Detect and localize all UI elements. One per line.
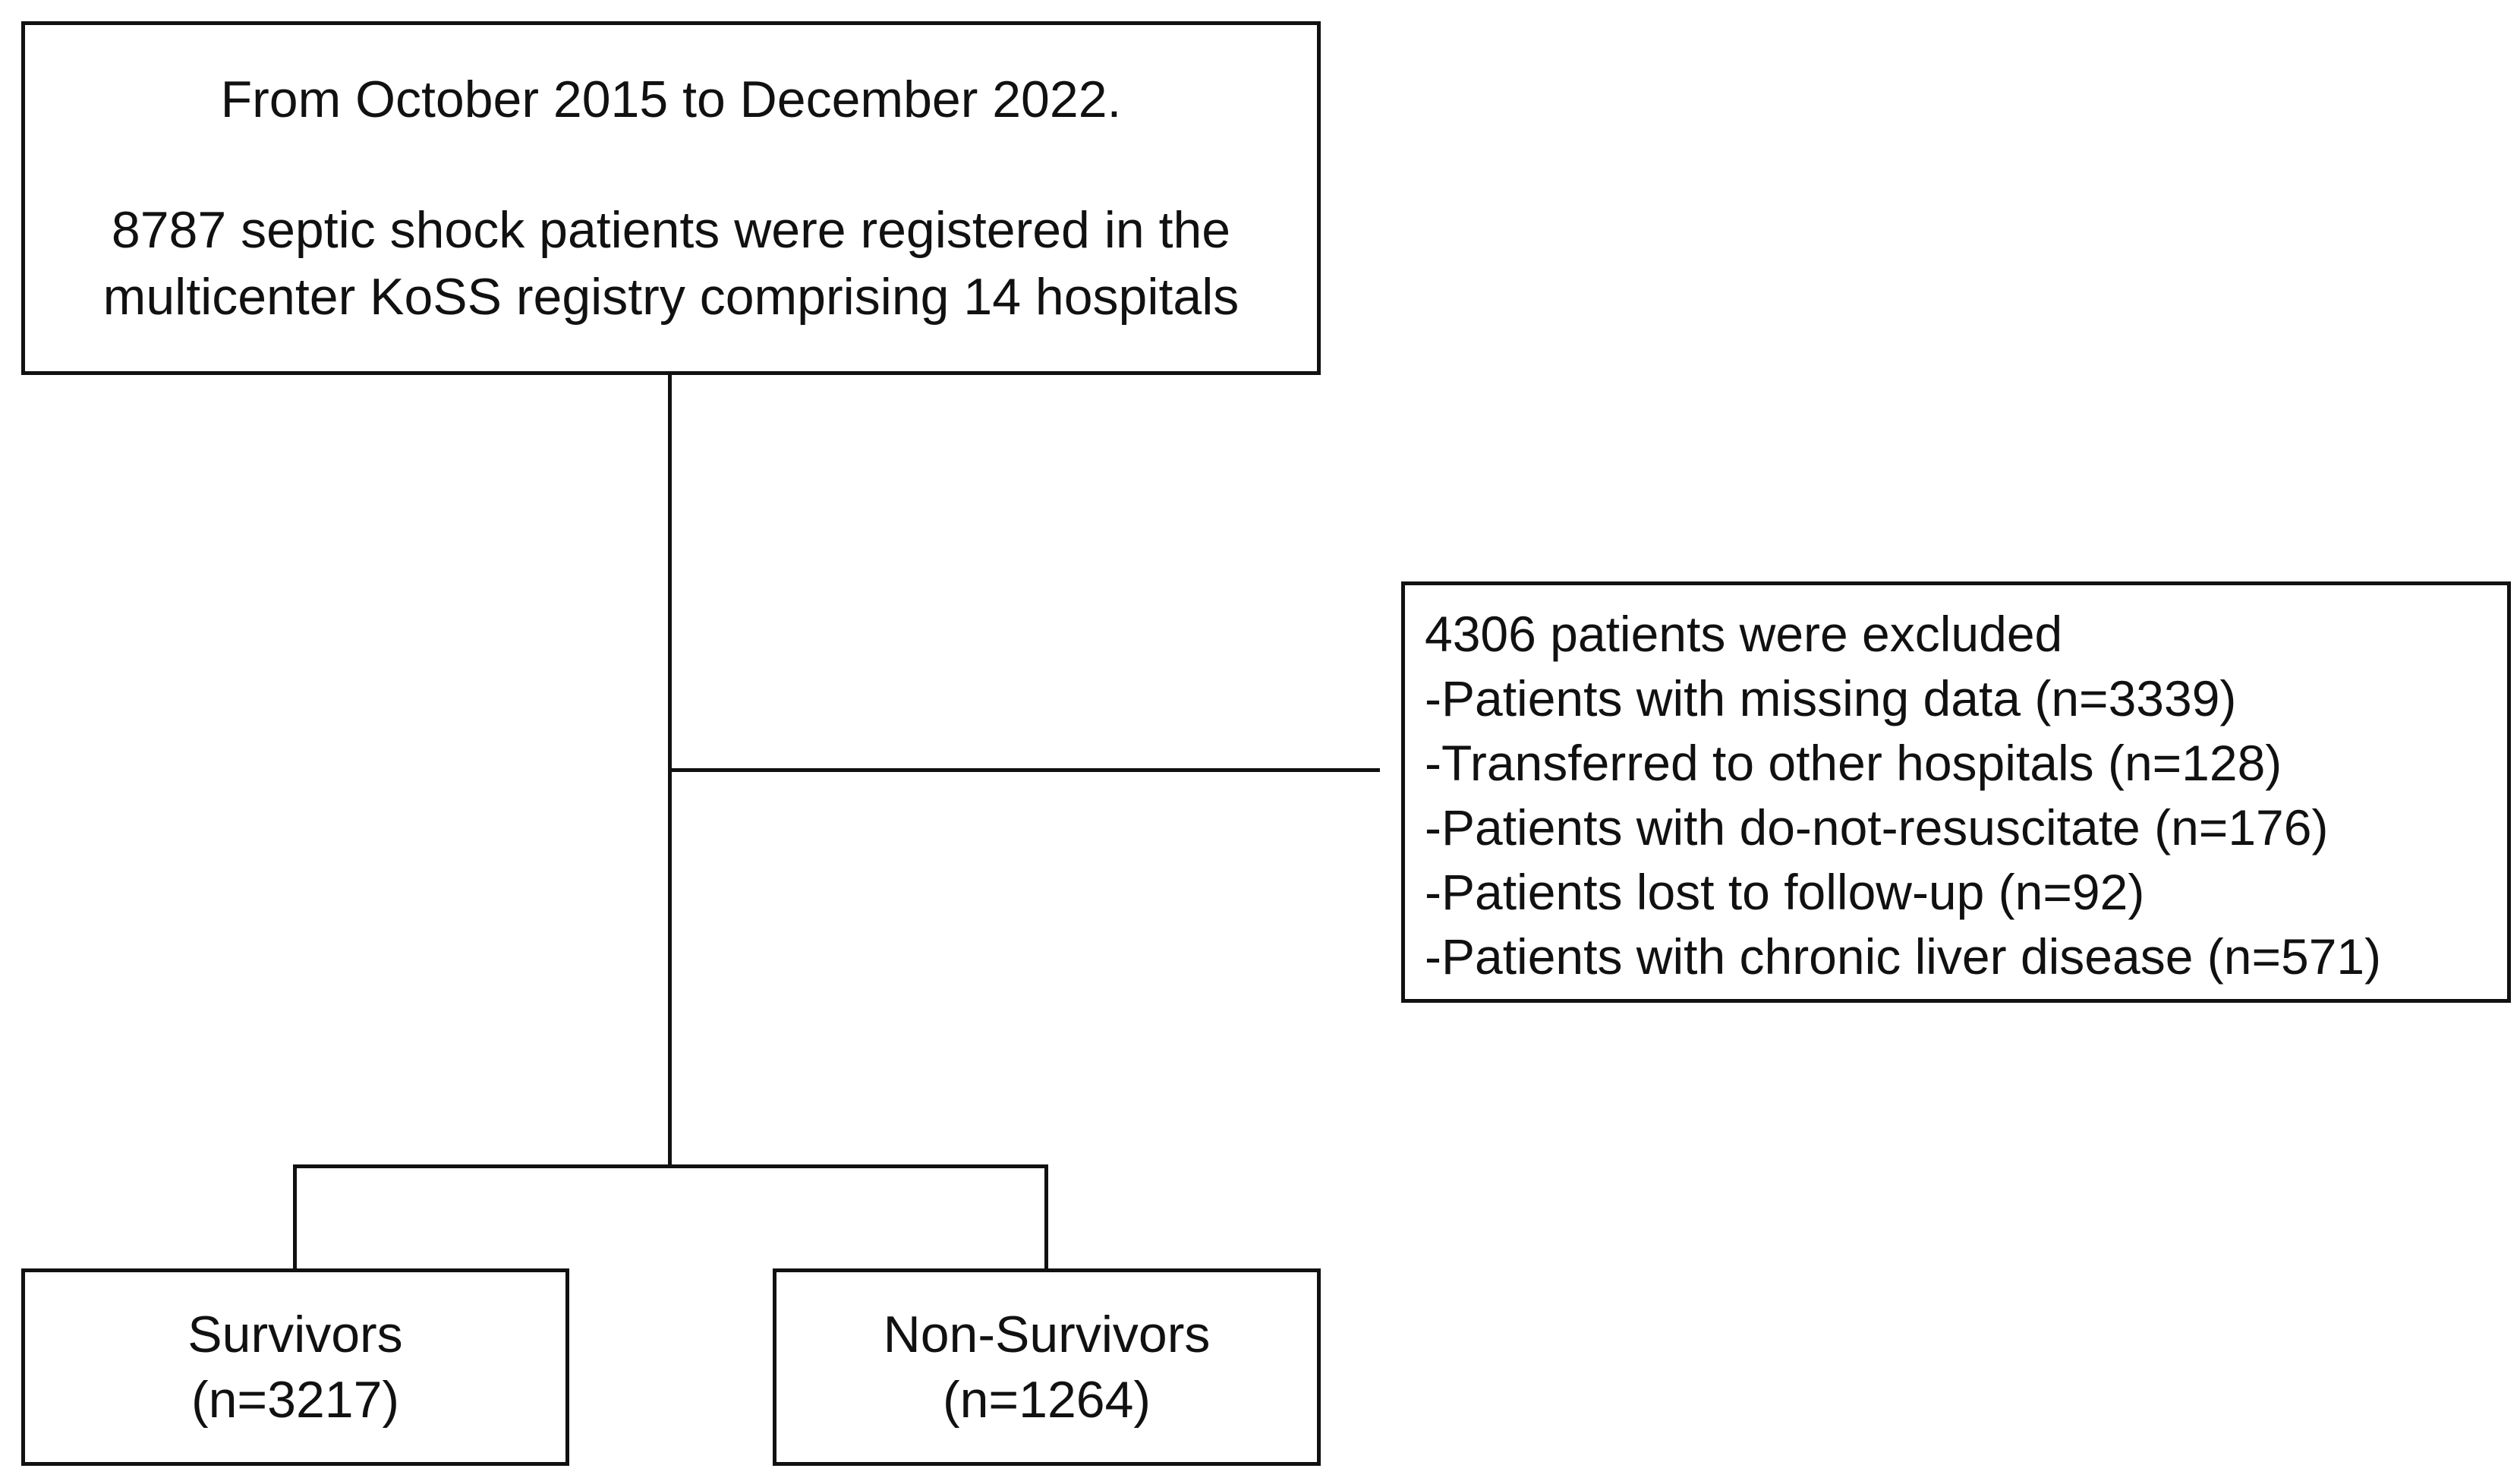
non-survivors-count: (n=1264) (942, 1371, 1151, 1429)
exclusion-item: -Transferred to other hospitals (n=128) (1425, 735, 2282, 791)
non-survivors-drop-connector (1044, 1164, 1048, 1270)
registry-source-box: From October 2015 to December 2022. 8787… (21, 21, 1321, 375)
exclusion-branch-connector (669, 768, 1380, 772)
exclusion-item: -Patients with missing data (n=3339) (1425, 670, 2237, 726)
date-range-text: From October 2015 to December 2022. (220, 71, 1122, 128)
outcome-split-connector (293, 1164, 1048, 1168)
registry-description-line-1: 8787 septic shock patients were register… (111, 201, 1231, 259)
survivors-count: (n=3217) (191, 1371, 400, 1429)
exclusion-item: -Patients lost to follow-up (n=92) (1425, 864, 2145, 920)
non-survivors-label: Non-Survivors (883, 1306, 1211, 1363)
exclusion-header: 4306 patients were excluded (1425, 606, 2063, 662)
non-survivors-box: Non-Survivors (n=1264) (773, 1268, 1321, 1466)
survivors-box: Survivors (n=3217) (21, 1268, 569, 1466)
exclusion-item: -Patients with do-not-resuscitate (n=176… (1425, 799, 2329, 856)
exclusion-item: -Patients with chronic liver disease (n=… (1425, 928, 2382, 985)
survivors-label: Survivors (187, 1306, 403, 1363)
registry-description-line-2: multicenter KoSS registry comprising 14 … (102, 268, 1240, 326)
exclusion-criteria-box: 4306 patients were excluded -Patients wi… (1401, 581, 2511, 1003)
survivors-drop-connector (293, 1164, 297, 1270)
